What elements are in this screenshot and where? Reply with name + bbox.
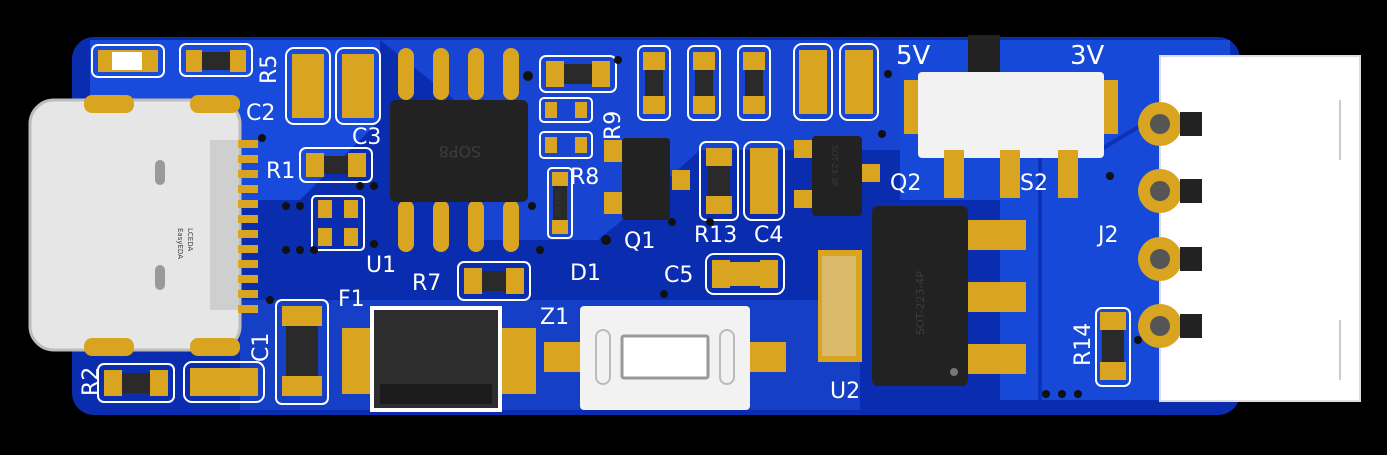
sot223-marking: SOT-223-4P bbox=[914, 271, 927, 335]
q1-transistor bbox=[604, 138, 690, 220]
c5-capacitor bbox=[705, 253, 785, 295]
label-c1: C1 bbox=[249, 333, 274, 362]
label-z1: Z1 bbox=[540, 305, 569, 330]
label-r8: R8 bbox=[570, 165, 599, 190]
z1-diode bbox=[342, 306, 536, 412]
label-u1: U1 bbox=[366, 253, 396, 278]
vias bbox=[258, 56, 1142, 398]
led-component bbox=[91, 44, 165, 78]
label-s2: S2 bbox=[1020, 171, 1048, 196]
j2-connector bbox=[1138, 55, 1361, 402]
r9-resistor bbox=[539, 55, 617, 159]
label-r14: R14 bbox=[1071, 323, 1096, 366]
sod323-marking: SOD-323 bbox=[554, 190, 561, 217]
tactile-switch bbox=[544, 306, 786, 410]
sot23-marking: SOT-23-3P bbox=[830, 145, 839, 187]
label-q2: Q2 bbox=[890, 171, 921, 196]
label-r1: R1 bbox=[266, 159, 295, 184]
label-c5: C5 bbox=[664, 263, 693, 288]
label-r7: R7 bbox=[412, 271, 441, 296]
label-r2: R2 bbox=[79, 367, 104, 396]
usb-logo-easyeda: EasyEDA bbox=[176, 228, 184, 259]
label-3v: 3V bbox=[1070, 41, 1105, 71]
label-j2: J2 bbox=[1096, 223, 1119, 248]
label-u2: U2 bbox=[830, 379, 860, 404]
d1-diode: SOD-323 bbox=[547, 167, 573, 239]
usb-c-connector: LCEDA EasyEDA bbox=[28, 95, 258, 356]
sop8-marking: SOP8 bbox=[439, 142, 482, 161]
r2-c1-bottom bbox=[97, 361, 265, 403]
label-d1: D1 bbox=[570, 261, 601, 286]
usb-logo-lceda: LCEDA bbox=[186, 228, 194, 251]
small-pad-pairs bbox=[311, 195, 365, 251]
top-row-passives bbox=[637, 43, 879, 121]
r1-resistor bbox=[299, 147, 373, 183]
q2-sot23: SOT-23-3P bbox=[794, 136, 880, 216]
r5-resistor bbox=[179, 43, 253, 77]
r13-c4 bbox=[699, 141, 785, 221]
s2-slide-switch bbox=[904, 35, 1118, 198]
u1-sop8-chip: SOP8 bbox=[390, 48, 528, 252]
r14-resistor bbox=[1095, 307, 1131, 387]
c2-c3-capacitors bbox=[285, 47, 381, 125]
label-5v: 5V bbox=[896, 41, 931, 71]
label-c2: C2 bbox=[246, 101, 275, 126]
u2-regulator: SOT-223-4P bbox=[818, 206, 1026, 386]
f1-fuse bbox=[275, 299, 329, 405]
label-f1: F1 bbox=[338, 287, 365, 312]
label-q1: Q1 bbox=[624, 229, 655, 254]
label-r5: R5 bbox=[257, 55, 282, 84]
label-r13: R13 bbox=[694, 223, 737, 248]
label-c3: C3 bbox=[352, 125, 381, 150]
r7-resistor bbox=[457, 261, 531, 301]
label-c4: C4 bbox=[754, 223, 783, 248]
label-r9: R9 bbox=[601, 111, 626, 140]
